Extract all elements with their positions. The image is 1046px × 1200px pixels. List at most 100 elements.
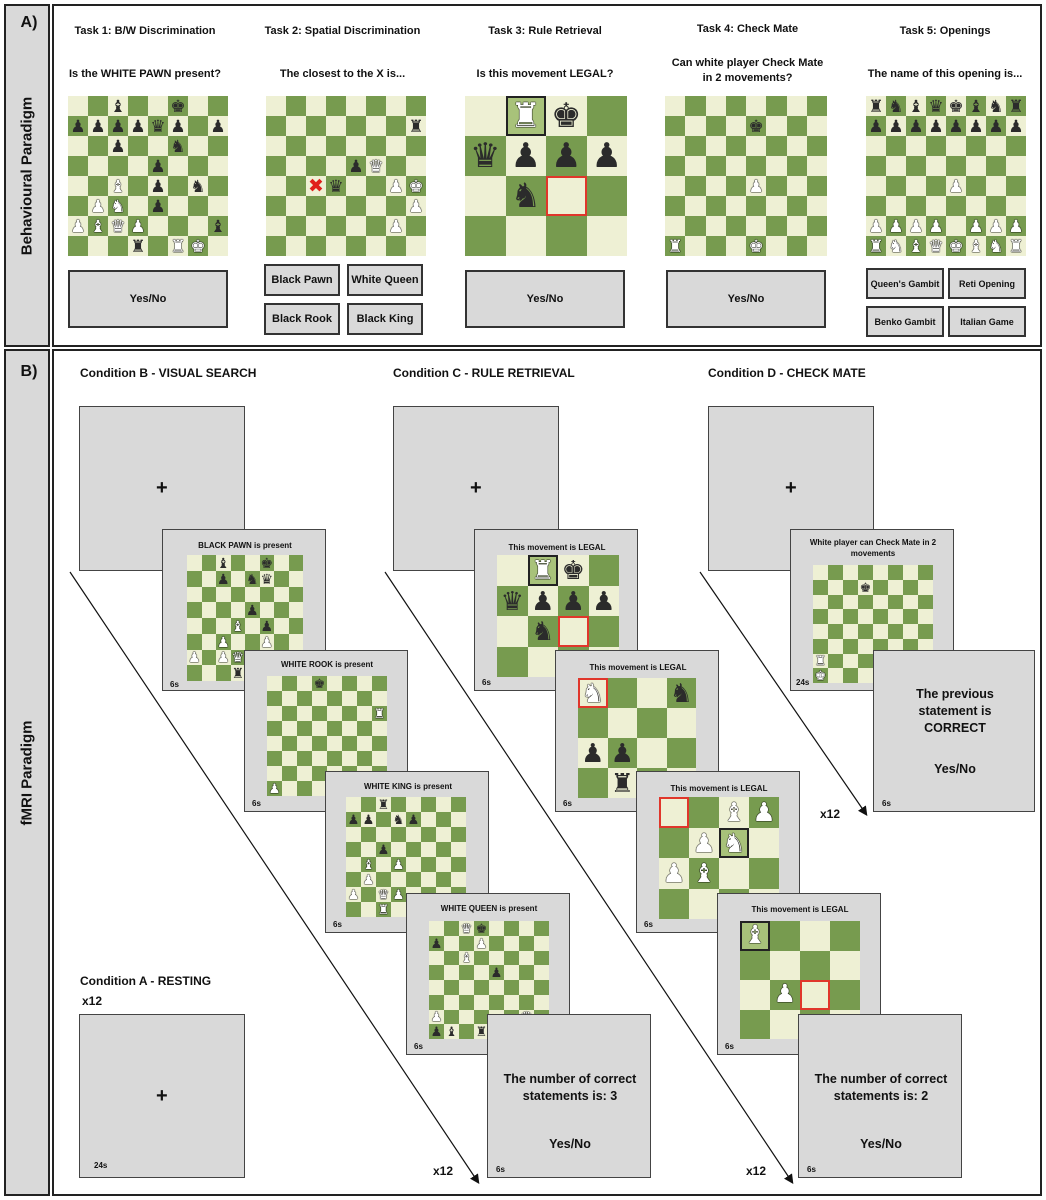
board-square [534,950,549,966]
board-square [230,555,245,571]
board-square [1006,196,1026,216]
board-square [966,176,986,196]
board-square [68,96,88,116]
task2-answer-white-queen[interactable]: White Queen [347,264,423,296]
board-square [188,136,208,156]
board-square [534,935,549,951]
board-square [813,624,828,639]
board-square [376,827,391,842]
board-square [637,708,667,738]
board-square [813,594,828,610]
black-rook-icon: ♜ [868,96,884,116]
board-square: ✖ [306,176,326,196]
board-square [297,721,312,736]
screen-duration: 24s [796,678,810,687]
board-square [188,196,208,216]
board-square [858,653,873,669]
board-square [372,691,387,706]
board-square [637,678,667,708]
task2-answer-black-king[interactable]: Black King [347,303,423,335]
fixation-cross: + [156,1085,168,1107]
task5-answer-benko-gambit[interactable]: Benko Gambit [866,306,944,337]
task5-answer-queens-gambit[interactable]: Queen's Gambit [866,268,944,299]
board-square [274,618,289,634]
black-king-icon: ♚ [859,579,872,595]
black-pawn-icon: ♟ [347,812,360,827]
black-pawn-icon: ♟ [610,738,634,768]
board-square: ♚ [746,236,767,256]
board-square [586,176,627,216]
board-square [725,176,746,196]
task2-answer-black-rook[interactable]: Black Rook [264,303,340,335]
task5-answer-italian-game[interactable]: Italian Game [948,306,1026,337]
board-square [444,965,459,980]
board-square [474,994,489,1010]
board-square [474,965,489,980]
board-square [451,812,466,827]
black-king-icon: ♚ [260,555,274,571]
board-square [88,136,108,156]
board-square [326,116,346,136]
white-pawn-icon: ♟ [968,216,984,236]
board-square [274,555,289,571]
board-square [866,156,886,176]
black-rook-icon: ♜ [231,665,245,681]
board-square [274,570,289,587]
board-square [444,980,459,995]
board-square [326,216,346,236]
board-square [766,96,787,116]
board-square [497,616,528,647]
board-square: ♟ [866,116,886,136]
behavioural-paradigm-label: Behavioural Paradigm [18,96,36,255]
board-square [903,579,918,595]
board-square [828,624,843,639]
black-pawn-icon: ♟ [888,116,904,136]
black-rook-icon: ♜ [408,116,424,136]
task4-answer-box[interactable]: Yes/No [666,270,826,328]
white-queen-icon: ♛ [460,921,473,936]
board-square: ♛ [108,216,128,236]
panel-a-label: A) [20,14,38,31]
board-square: ♝ [740,921,770,951]
board-square [858,638,873,654]
board-square: ♞ [666,678,696,708]
task4-chessboard: ♚♟♜♚ [665,96,827,256]
board-square [128,196,148,216]
task2-answer-black-pawn[interactable]: Black Pawn [264,264,340,296]
board-square [586,96,627,136]
task3-answer-box[interactable]: Yes/No [465,270,625,328]
response-answer[interactable]: Yes/No [549,1137,591,1151]
screen-statement: BLACK PAWN is present [198,541,292,550]
board-square [828,565,843,580]
response-answer[interactable]: Yes/No [860,1137,902,1151]
task5-answer-reti-opening[interactable]: Reti Opening [948,268,1026,299]
board-square [230,570,245,587]
white-king-icon: ♚ [190,236,206,256]
white-pawn-icon: ♟ [868,216,884,236]
board-square [806,156,827,176]
response-answer[interactable]: Yes/No [934,762,976,776]
board-square [187,555,202,571]
black-knight-icon: ♞ [245,570,259,587]
white-pawn-icon: ♟ [948,176,964,196]
board-square: ♟ [966,116,986,136]
board-square [946,136,966,156]
board-square [806,216,827,236]
board-square [918,594,933,610]
condition-b-screen-2: WHITE ROOK is present ♚♜♟ 6s [244,650,408,812]
board-square [201,633,216,650]
board-square: ♚ [546,96,587,136]
board-square [858,609,873,624]
white-bishop-icon: ♝ [722,797,746,828]
board-square [659,827,689,858]
board-square [806,176,827,196]
black-pawn-icon: ♟ [362,812,375,827]
board-square: ♟ [886,216,906,236]
board-square [386,236,406,256]
task1-answer-box[interactable]: Yes/No [68,270,228,328]
board-square [68,236,88,256]
board-square [766,196,787,216]
board-square: ♚ [946,96,966,116]
board-square [665,136,686,156]
screen-duration: 6s [563,799,572,808]
